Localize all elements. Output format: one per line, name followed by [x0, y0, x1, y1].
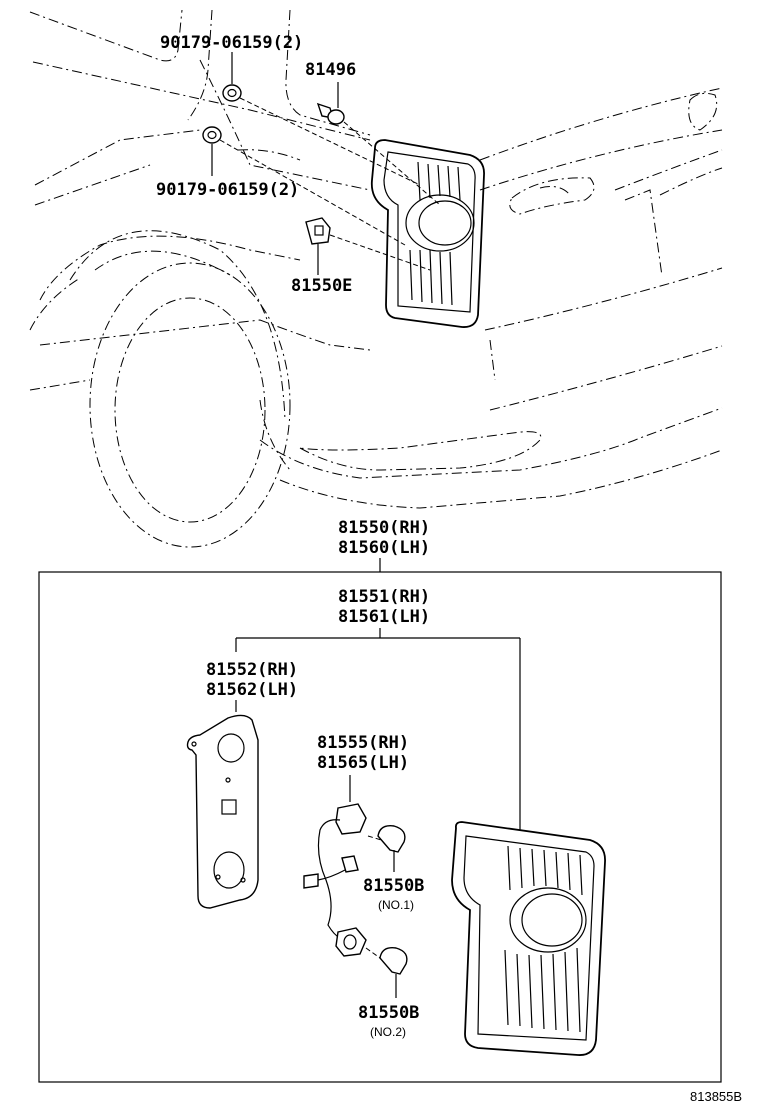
assembly-rh-label: 81550(RH) — [338, 518, 431, 538]
lens-bracket — [235, 628, 521, 830]
socket-e-part — [305, 217, 431, 275]
bulb-2-label: 81550B — [358, 1003, 420, 1023]
bulb-1-part — [377, 825, 406, 872]
socket-lh-label: 81565(LH) — [317, 753, 410, 773]
clip-lower-part — [202, 126, 406, 246]
gasket-part — [186, 700, 259, 909]
installed-tail-lamp — [370, 139, 485, 328]
gasket-rh-label: 81552(RH) — [206, 660, 299, 680]
drawing-code: 813855B — [690, 1089, 743, 1104]
clip-upper-part — [222, 52, 421, 186]
screw-part — [316, 82, 441, 206]
vehicle-body-outline — [29, 9, 723, 548]
screw-label: 81496 — [305, 60, 357, 80]
gasket-lh-label: 81562(LH) — [206, 680, 299, 700]
lens-part — [451, 821, 606, 1056]
bulb-1-label: 81550B — [363, 876, 425, 896]
bulb-1-note: (NO.1) — [378, 898, 414, 912]
lens-lh-label: 81561(LH) — [338, 607, 431, 627]
lens-rh-label: 81551(RH) — [338, 587, 431, 607]
socket-rh-label: 81555(RH) — [317, 733, 410, 753]
clip-upper-label: 90179-06159(2) — [160, 33, 304, 53]
bulb-2-note: (NO.2) — [370, 1025, 406, 1039]
assembly-frame — [38, 571, 722, 1083]
assembly-lh-label: 81560(LH) — [338, 538, 431, 558]
bulb-2-part — [379, 947, 408, 998]
socket-e-label: 81550E — [291, 276, 353, 296]
socket-wire-part — [303, 775, 389, 959]
clip-lower-label: 90179-06159(2) — [156, 180, 300, 200]
